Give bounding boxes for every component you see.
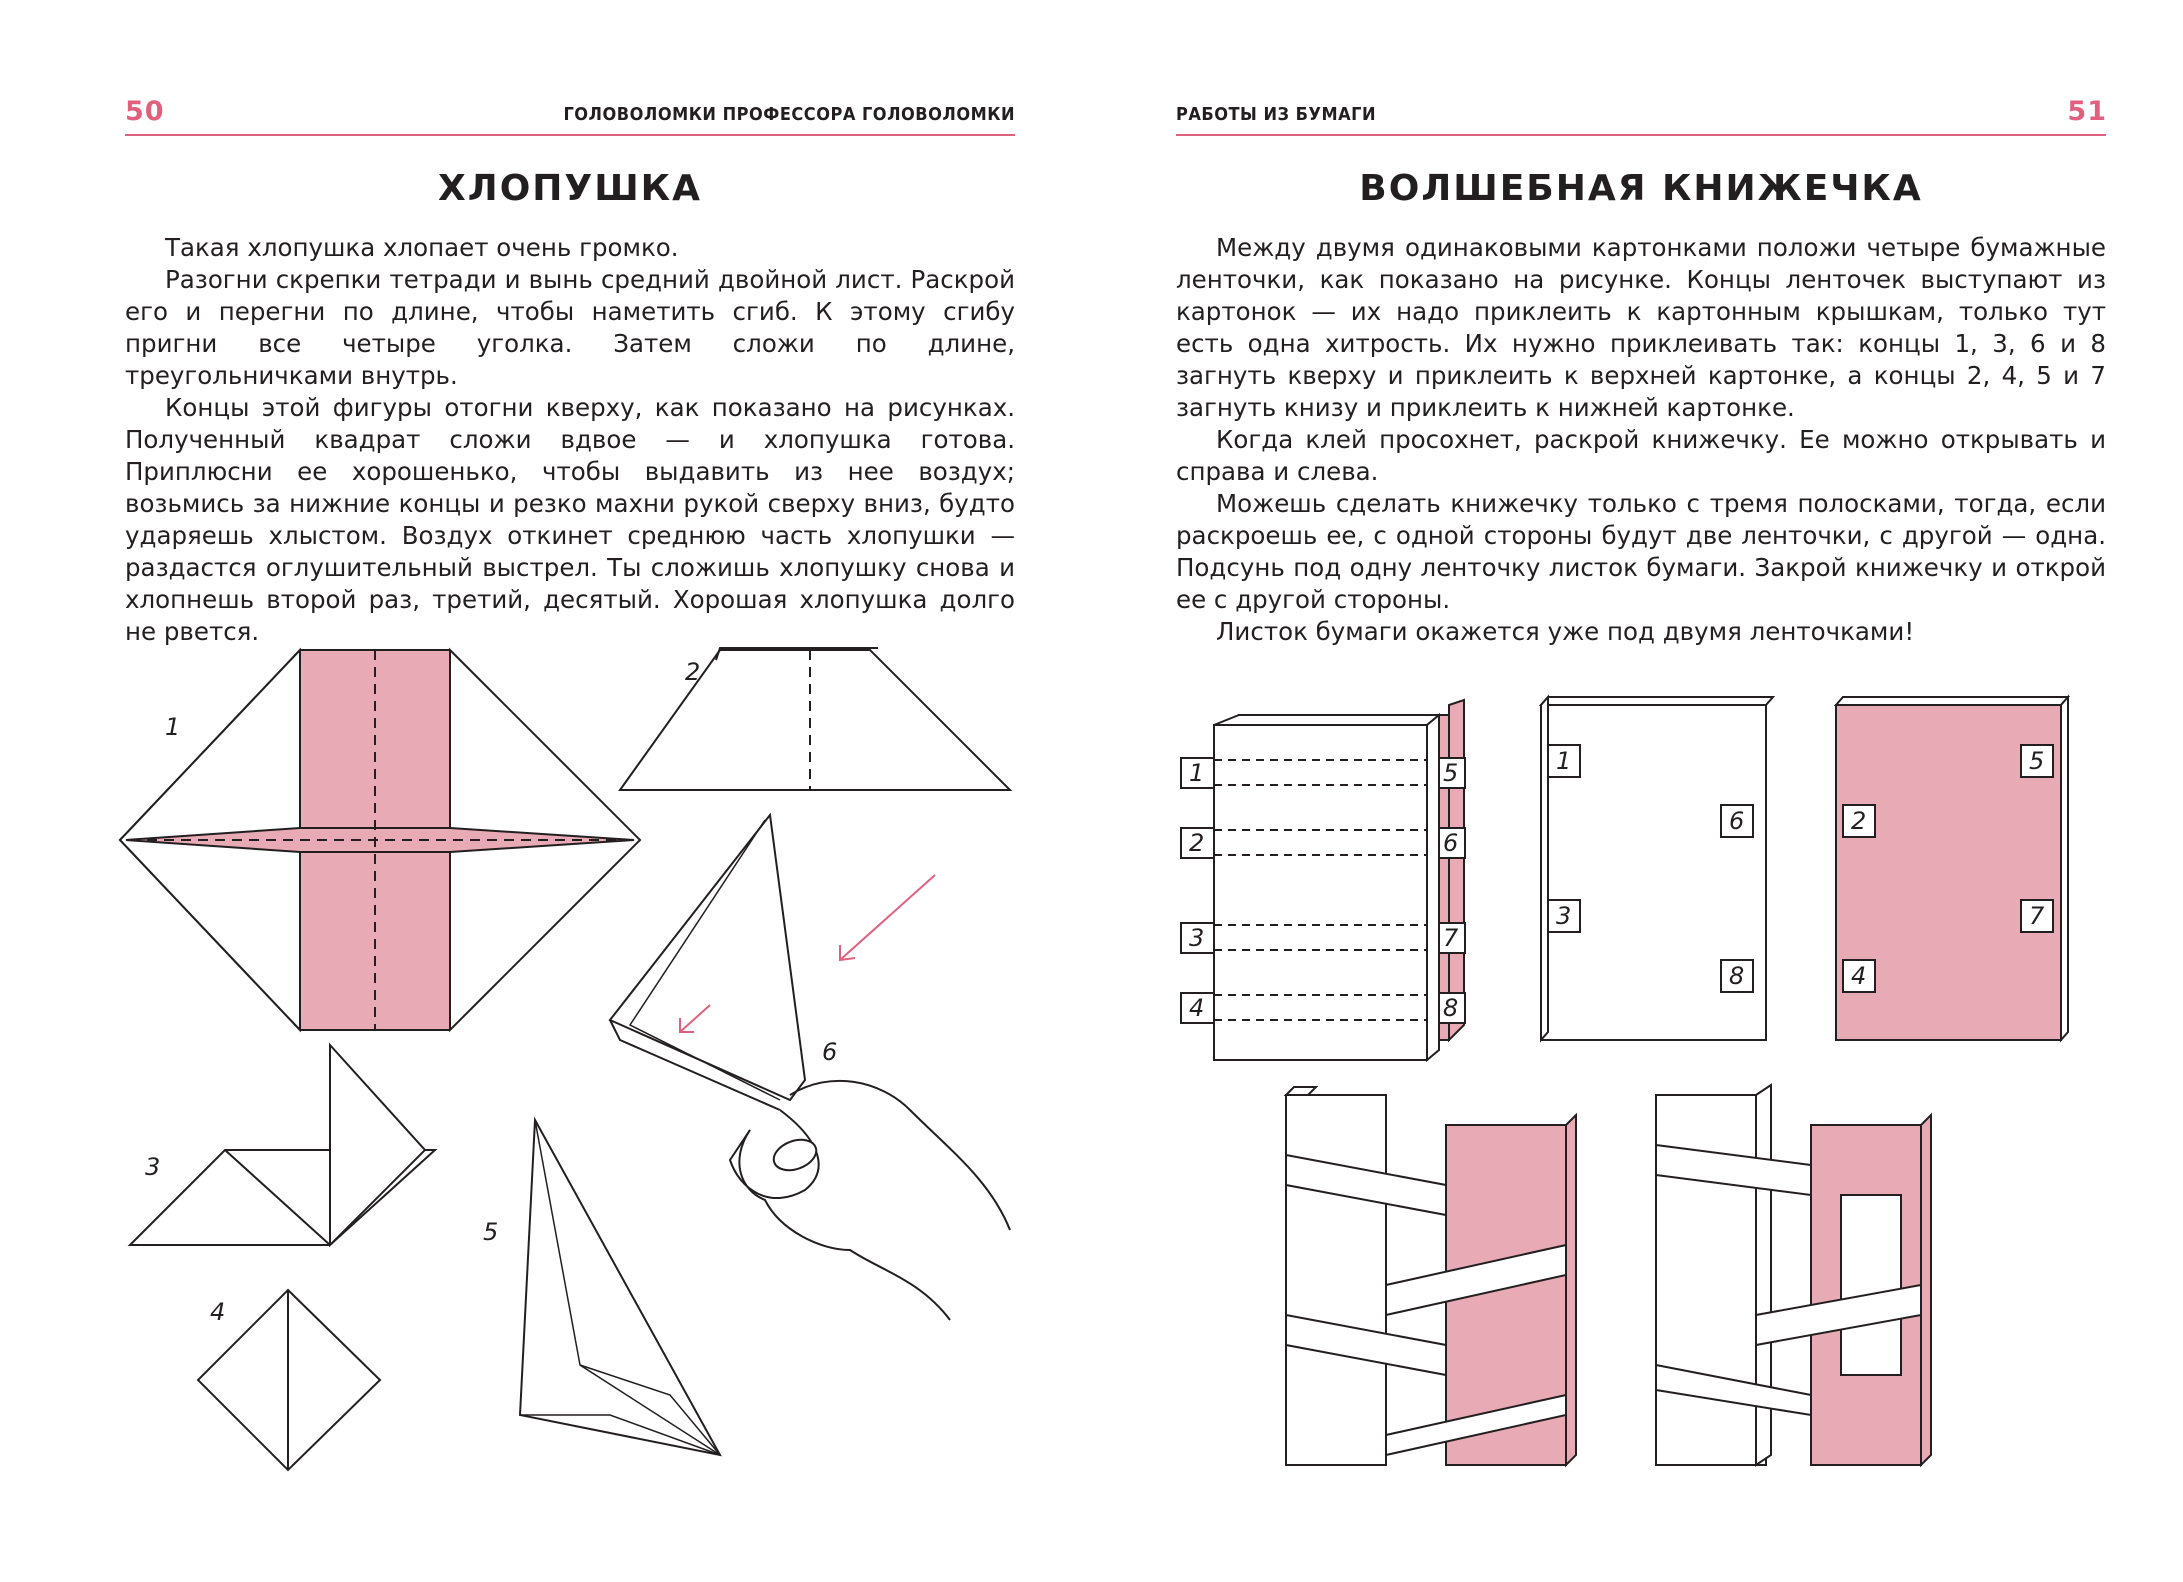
fold-diagram-1: 1 (118, 647, 642, 1033)
article-title: ВОЛШЕБНАЯ КНИЖЕЧКА (1359, 168, 1923, 209)
page-number: 51 (2067, 96, 2107, 127)
svg-text:5: 5 (2029, 747, 2044, 775)
svg-text:4: 4 (1851, 962, 1866, 990)
fold-diagram-6: 6 (608, 812, 1011, 1321)
article-body: Между двумя одинаковыми картонками полож… (1176, 232, 2106, 648)
figure-label: 3 (145, 1153, 160, 1181)
figure-label: 4 (210, 1298, 225, 1326)
open-book-left-diagram (1283, 1086, 1577, 1468)
figure-label: 2 (685, 658, 700, 686)
svg-text:1: 1 (1556, 747, 1571, 775)
header-rule (1176, 134, 2106, 136)
paragraph: Такая хлопушка хлопает очень громко. (165, 233, 679, 262)
paragraph: Листок бумаги окажется уже под двумя лен… (1216, 617, 1915, 646)
figure-label: 6 (822, 1038, 837, 1066)
svg-text:2: 2 (1189, 829, 1204, 857)
fold-diagram-4: 4 (196, 1288, 382, 1472)
page-number: 50 (125, 96, 165, 127)
running-head: ГОЛОВОЛОМКИ ПРОФЕССОРА ГОЛОВОЛОМКИ (563, 104, 1015, 125)
top-cover-diagram: 1 3 6 8 (1538, 694, 1776, 1043)
figure-label: 1 (165, 713, 180, 741)
svg-text:4: 4 (1189, 994, 1204, 1022)
fold-diagram-3: 3 (127, 1042, 438, 1248)
svg-text:6: 6 (1729, 807, 1744, 835)
article-title: ХЛОПУШКА (438, 168, 702, 209)
bottom-cover-diagram: 2 4 5 7 (1833, 694, 2071, 1043)
right-page: РАБОТЫ ИЗ БУМАГИ 51 ВОЛШЕБНАЯ КНИЖЕЧКА М… (1091, 0, 2183, 1582)
svg-text:7: 7 (1443, 924, 1459, 952)
running-head: РАБОТЫ ИЗ БУМАГИ (1176, 104, 1377, 125)
svg-text:8: 8 (1729, 962, 1744, 990)
svg-text:3: 3 (1556, 902, 1571, 930)
svg-text:7: 7 (2029, 902, 2045, 930)
svg-text:1: 1 (1189, 759, 1204, 787)
header-rule (125, 134, 1015, 136)
svg-text:6: 6 (1443, 829, 1458, 857)
figure-label: 5 (483, 1218, 498, 1246)
paragraph: Между двумя одинаковыми картонками полож… (1176, 233, 2106, 422)
svg-text:5: 5 (1443, 759, 1458, 787)
article-body: Такая хлопушка хлопает очень громко. Раз… (125, 232, 1015, 648)
paragraph: Концы этой фигуры отогни кверху, как пок… (125, 393, 1015, 646)
svg-text:3: 3 (1189, 924, 1204, 952)
svg-text:8: 8 (1443, 994, 1458, 1022)
fold-diagram-2: 2 (618, 647, 1013, 791)
fold-diagram-5: 5 (483, 1116, 722, 1457)
paragraph: Когда клей просохнет, раскрой книжечку. … (1176, 425, 2106, 486)
left-page: 50 ГОЛОВОЛОМКИ ПРОФЕССОРА ГОЛОВОЛОМКИ ХЛ… (0, 0, 1091, 1582)
paragraph: Можешь сделать книжечку только с тремя п… (1176, 489, 2106, 614)
book-assembly-diagram: 1 2 3 4 5 6 7 8 (1180, 698, 1466, 1063)
open-book-right-diagram (1655, 1083, 1932, 1468)
paragraph: Разогни скрепки тетради и вынь средний д… (125, 265, 1015, 390)
svg-text:2: 2 (1851, 807, 1866, 835)
